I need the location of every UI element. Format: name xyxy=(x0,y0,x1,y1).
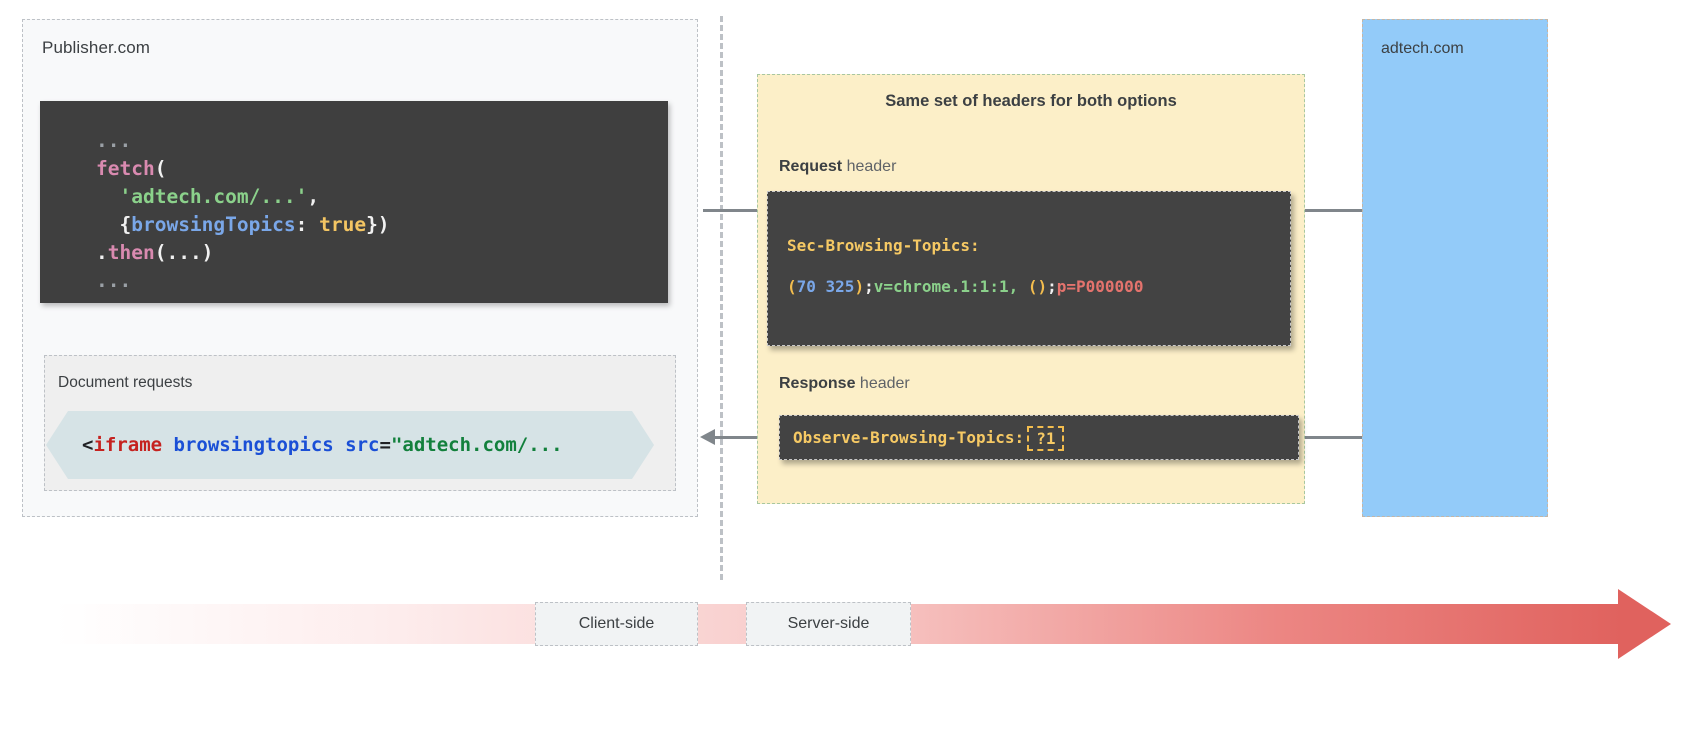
fetch-ellipsis-top: ... xyxy=(96,129,132,152)
iframe-space-2 xyxy=(334,434,345,456)
fetch-close-brace: }) xyxy=(366,213,390,236)
topics-close-paren: ) xyxy=(854,277,865,296)
then-keyword: then xyxy=(107,241,155,264)
observe-browsing-topics-key: Observe-Browsing-Topics: xyxy=(793,428,1025,447)
request-arrow-line-right xyxy=(1291,209,1367,212)
client-side-chip: Client-side xyxy=(535,602,698,646)
browsing-topics-property: browsingTopics xyxy=(131,213,296,236)
browsing-topics-value: true xyxy=(319,213,367,236)
server-side-chip: Server-side xyxy=(746,602,911,646)
sec-browsing-topics-value-line: (70 325);v=chrome.1:1:1, ();p=P000000 xyxy=(787,277,1290,296)
document-requests-label: Document requests xyxy=(58,374,193,391)
iframe-equals: = xyxy=(379,434,391,456)
timeline-arrow-head-icon xyxy=(1618,589,1671,659)
response-arrow-line-left xyxy=(712,436,780,439)
fetch-ellipsis-bottom: ... xyxy=(96,269,132,292)
request-header-code-block: Sec-Browsing-Topics:(70 325);v=chrome.1:… xyxy=(767,191,1291,346)
iframe-lt: < xyxy=(82,434,94,456)
adtech-label: adtech.com xyxy=(1381,40,1464,57)
topics-version: v=chrome.1:1:1, xyxy=(873,277,1028,296)
headers-panel-title: Same set of headers for both options xyxy=(885,92,1177,110)
then-dot: . xyxy=(96,241,108,264)
then-args: (...) xyxy=(154,241,214,264)
iframe-src-attr: src xyxy=(345,434,380,456)
topics-semicolon-1: ; xyxy=(864,277,874,296)
iframe-browsingtopics-attr: browsingtopics xyxy=(173,434,334,456)
observe-browsing-topics-value: ?1 xyxy=(1027,426,1065,451)
topic-ids: 70 325 xyxy=(796,277,855,296)
publisher-label: Publisher.com xyxy=(42,38,151,57)
fetch-colon: : xyxy=(295,213,320,236)
iframe-tag-name: iframe xyxy=(93,434,163,456)
topics-p-value: p=P000000 xyxy=(1056,277,1144,296)
response-header-label: Response header xyxy=(779,375,910,393)
sec-browsing-topics-key: Sec-Browsing-Topics: xyxy=(787,236,980,255)
topics-empty-parens: () xyxy=(1027,277,1048,296)
response-arrow-line-right xyxy=(1297,436,1367,439)
fetch-keyword: fetch xyxy=(96,157,155,180)
request-header-label-bold: Request xyxy=(779,158,843,175)
iframe-code-chevron: <iframe browsingtopics src="adtech.com/.… xyxy=(46,411,654,479)
fetch-comma: , xyxy=(307,185,320,208)
response-header-label-rest: header xyxy=(855,375,910,392)
request-arrow-line-left xyxy=(703,209,769,212)
response-arrow-head-icon xyxy=(700,429,715,445)
response-header-label-bold: Response xyxy=(779,375,856,392)
topics-semicolon-2: ; xyxy=(1047,277,1057,296)
request-header-label: Request header xyxy=(779,158,896,176)
fetch-options-open-brace: { xyxy=(119,213,132,236)
client-server-divider xyxy=(720,16,723,580)
fetch-code-block: ... fetch( 'adtech.com/...', {browsingTo… xyxy=(40,101,668,303)
fetch-url-string: 'adtech.com/...' xyxy=(119,185,308,208)
topics-open-paren: ( xyxy=(787,277,797,296)
request-header-label-rest: header xyxy=(842,158,897,175)
iframe-src-value: "adtech.com/... xyxy=(390,434,563,456)
adtech-container xyxy=(1362,19,1548,517)
iframe-space-1 xyxy=(162,434,173,456)
response-header-code-block: Observe-Browsing-Topics:?1 xyxy=(779,415,1299,460)
fetch-open-paren: ( xyxy=(154,157,167,180)
